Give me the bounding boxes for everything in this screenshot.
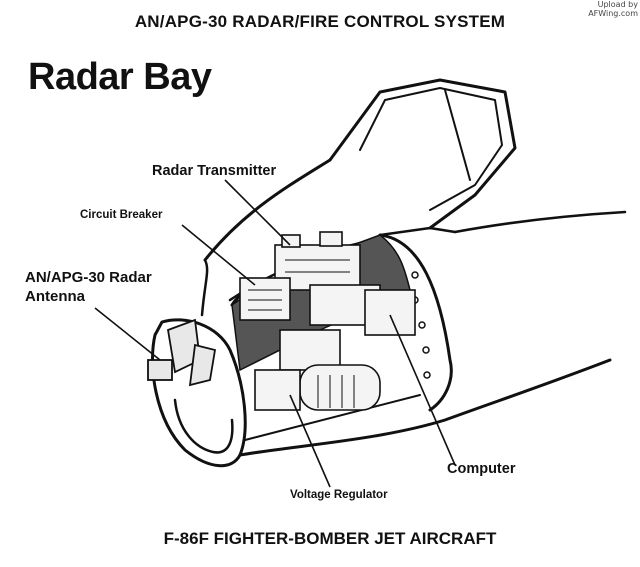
- breaker-rows: [248, 289, 282, 311]
- antenna-drive: [188, 343, 217, 387]
- leader-circuit-breaker: [181, 224, 256, 286]
- voltage-regulator-unit: [299, 364, 381, 411]
- leader-antenna: [94, 307, 161, 361]
- equipment-box: [279, 329, 341, 371]
- fuselage-top-aft: [453, 210, 627, 234]
- unit-detail: [285, 259, 350, 273]
- intake-outer: [151, 318, 247, 468]
- label-antenna-line-1: AN/APG-30 Radar: [25, 269, 152, 286]
- regulator-fins: [317, 375, 355, 408]
- diagram-title: AN/APG-30 RADAR/FIRE CONTROL SYSTEM: [134, 12, 506, 31]
- computer-unit: [364, 289, 416, 336]
- transmitter-tube: [319, 231, 343, 247]
- antenna-mount: [147, 359, 173, 381]
- leader-radar-transmitter: [224, 179, 291, 246]
- section-heading: Radar Bay: [28, 56, 212, 98]
- label-computer: Computer: [447, 461, 516, 477]
- label-radar-transmitter: Radar Transmitter: [152, 163, 277, 179]
- rivet: [418, 321, 426, 329]
- leader-computer: [389, 314, 456, 466]
- label-voltage-regulator: Voltage Regulator: [290, 489, 388, 501]
- bay-rear-bulkhead: [378, 233, 453, 412]
- leader-voltage-regulator: [289, 394, 331, 488]
- watermark: Upload by AFWing.com: [588, 0, 638, 18]
- bay-floor: [244, 394, 421, 441]
- bay-front-rim: [200, 258, 209, 317]
- diagram-caption: F-86F FIGHTER-BOMBER JET AIRCRAFT: [163, 529, 497, 548]
- canopy-base: [378, 226, 457, 237]
- transmitter-tube: [281, 234, 301, 248]
- watermark-line-1: Upload by: [597, 0, 638, 9]
- watermark-line-2: AFWing.com: [588, 9, 638, 18]
- canopy-outline: [328, 78, 517, 230]
- circuit-breaker-panel: [239, 277, 291, 321]
- label-circuit-breaker: Circuit Breaker: [80, 209, 163, 221]
- label-radar-antenna: AN/APG-30 Radar Antenna: [25, 268, 152, 306]
- canopy-strut: [444, 89, 471, 181]
- canopy-frame: [359, 87, 503, 211]
- fuselage-top-forward: [203, 158, 332, 262]
- rivet: [422, 346, 430, 354]
- equipment-box: [254, 369, 301, 411]
- intake-lip: [173, 398, 234, 454]
- fuselage-bottom: [238, 358, 612, 457]
- rivet: [423, 371, 431, 379]
- rivet: [411, 271, 419, 279]
- label-antenna-line-2: Antenna: [25, 288, 85, 305]
